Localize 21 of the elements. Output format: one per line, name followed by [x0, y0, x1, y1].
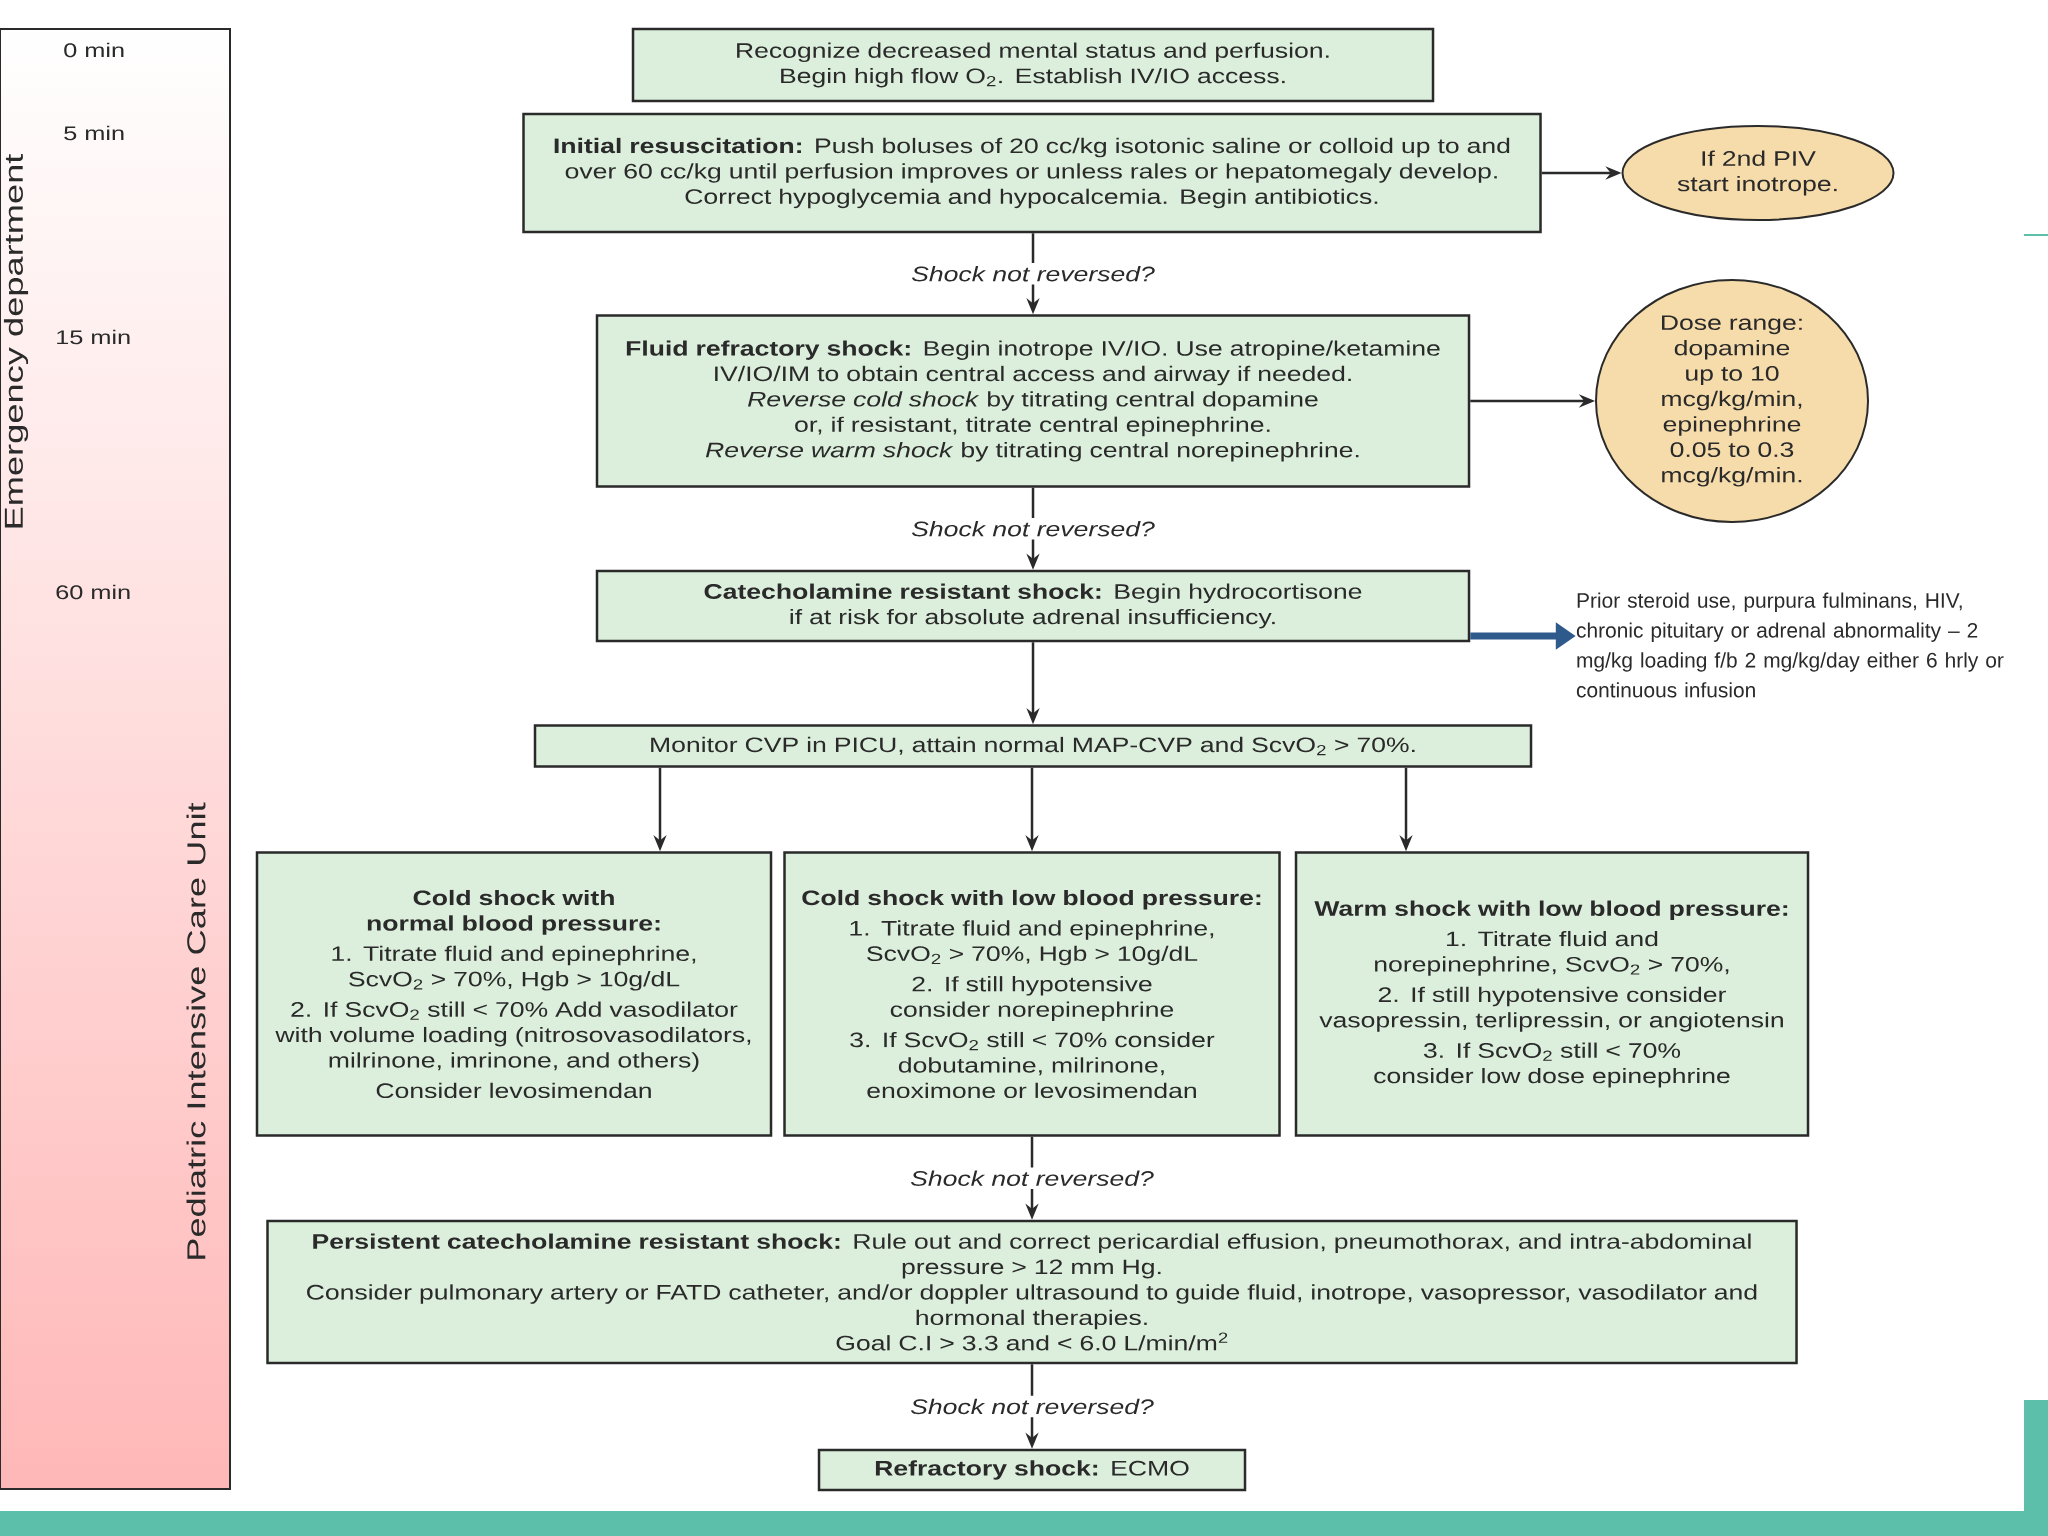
edge-label: Shock not reversed?	[908, 263, 1158, 285]
note-text: Prior steroid use, purpura fulminans, HIV, chronic pituitary or adrenal abnormality – 2 mg/kg loading f/b 2 mg/kg/day either 6 hrly or continuous infusion	[1576, 592, 2004, 698]
time-label: 5 min	[64, 125, 124, 141]
process-box: Catecholamine resistant shock: Begin hydrocortisone if at risk for absolute adrenal insufficiency.	[595, 569, 1471, 643]
process-box: Cold shock with normal blood pressure: 1. Titrate fluid and epinephrine, ScvO$_{2}$ > 70%, Hgb > 10g/dL 2. If ScvO$_{2}$ still < 70% Add vasodilator with volume loading (nitrosovasodilators, milrinone, imrinone, and others) Consider levosimendan	[255, 851, 773, 1137]
vertical-label: Emergency department	[3, 153, 29, 528]
process-box: Monitor CVP in PICU, attain normal MAP-CVP and ScvO$_{2}$ > 70%.	[533, 724, 1533, 768]
process-box: Initial resuscitation: Push boluses of 20 cc/kg isotonic saline or colloid up to and over 60 cc/kg until perfusion improves or unless rales or hepatomegaly develop. Correct hypoglycemia and hypocalcemia. Begin antibiotics.	[522, 112, 1542, 234]
process-box: Refractory shock: ECMO	[817, 1448, 1247, 1492]
edge-label: Shock not reversed?	[907, 1167, 1157, 1189]
vertical-label: Pediatric Intensive Care Unit	[186, 802, 206, 1259]
process-box: Cold shock with low blood pressure: 1. Titrate fluid and epinephrine, ScvO$_{2}$ > 70%, Hgb > 10g/dL 2. If still hypotensive consider norepinephrine 3. If ScvO$_{2}$ still < 70% consider dobutamine, milrinone, enoximone or levosimendan	[783, 851, 1281, 1137]
edge-label: Shock not reversed?	[908, 518, 1158, 540]
time-label: 15 min	[57, 329, 130, 345]
process-box: Warm shock with low blood pressure: 1. Titrate fluid and norepinephrine, ScvO$_{2}$ > 70%, 2. If still hypotensive consider vasopressin, terlipressin, or angiotensin 3. If ScvO$_{2}$ still < 70% consider low dose epinephrine	[1294, 851, 1810, 1137]
process-box: Recognize decreased mental status and perfusion. Begin high flow O$_{2}$. Establish IV/IO access.	[631, 27, 1435, 103]
process-box: Fluid refractory shock: Begin inotrope IV/IO. Use atropine/ketamine IV/IO/IM to obtain central access and airway if needed. Reverse cold shock by titrating central dopamine or, if resistant, titrate central epinephrine. Reverse warm shock by titrating central norepinephrine.	[595, 314, 1471, 488]
time-label: 60 min	[56, 584, 130, 600]
edge-label: Shock not reversed?	[907, 1395, 1157, 1418]
time-label: 0 min	[64, 42, 124, 58]
process-box: Persistent catecholamine resistant shock: Rule out and correct pericardial effusion, pneumothorax, and intra-abdominal pressure > 12 mm Hg. Consider pulmonary artery or FATD catheter, and/or doppler ultrasound to guide fluid, inotrope, vasopressor, vasodilator and hormonal therapies. Goal C.I > 3.3 and < 6.0 L/min/m$^{2}$	[266, 1219, 1798, 1365]
